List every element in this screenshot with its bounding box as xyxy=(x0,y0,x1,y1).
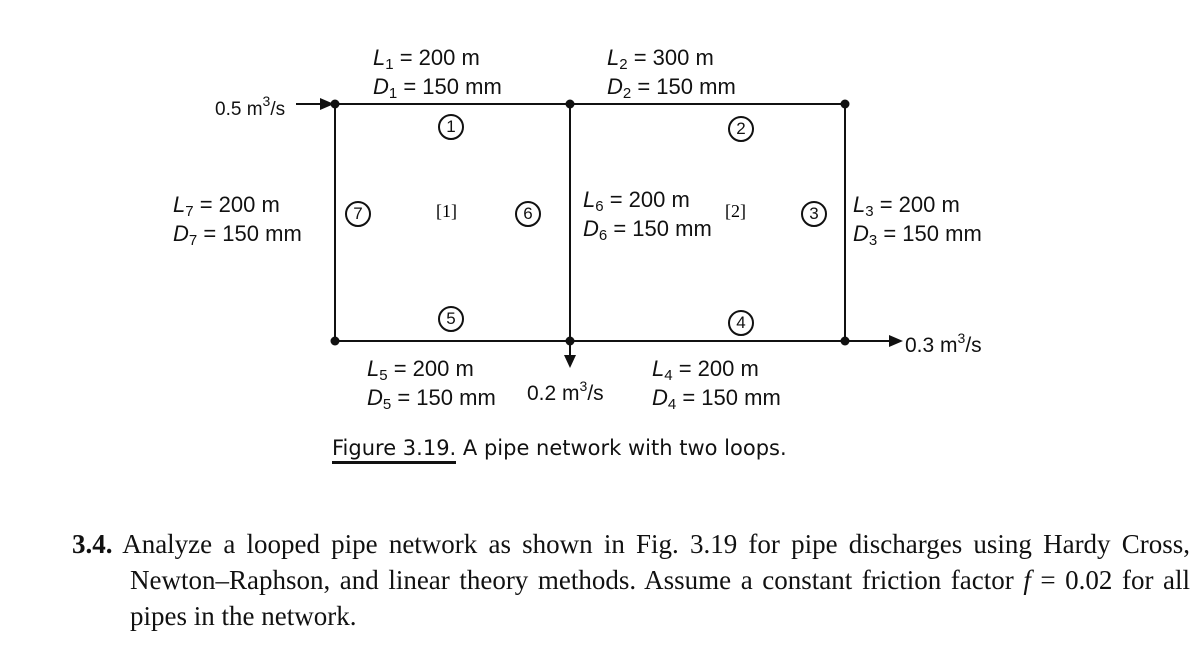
pipe-3-length-label: L3 = 200 m xyxy=(853,192,960,220)
outflow-right-label: 0.3 m3/s xyxy=(905,330,982,357)
pipe-6-diameter-label: D6 = 150 mm xyxy=(583,216,712,244)
node xyxy=(565,336,575,346)
pipe-number-4: 4 xyxy=(728,310,754,336)
outflow-bottom-label: 0.2 m3/s xyxy=(527,378,604,405)
pipe-7-length-label: L7 = 200 m xyxy=(173,192,280,220)
pipe-number-1: 1 xyxy=(438,114,464,140)
problem-statement: 3.4. Analyze a looped pipe network as sh… xyxy=(72,529,1190,631)
pipe-5-length-label: L5 = 200 m xyxy=(367,356,474,384)
pipe-2-length-label: L2 = 300 m xyxy=(607,45,714,73)
node xyxy=(330,99,340,109)
pipe-number-6: 6 xyxy=(515,201,541,227)
inflow-label: 0.5 m3/s xyxy=(215,93,286,120)
pipe-7-diameter-label: D7 = 150 mm xyxy=(173,221,302,249)
outflow-right-arrowhead xyxy=(889,335,903,347)
inflow-arrowhead xyxy=(320,98,334,110)
pipe-6-length-label: L6 = 200 m xyxy=(583,187,690,215)
figure-caption-label: Figure 3.19. xyxy=(332,436,457,464)
friction-factor-symbol: f xyxy=(1023,565,1031,595)
figure-caption: Figure 3.19. A pipe network with two loo… xyxy=(332,436,787,464)
pipe-1-length-label: L1 = 200 m xyxy=(373,45,480,73)
pipe-2-diameter-label: D2 = 150 mm xyxy=(607,74,736,102)
pipe-number-7: 7 xyxy=(345,201,371,227)
pipe-5-diameter-label: D5 = 150 mm xyxy=(367,385,496,413)
pipe-number-5: 5 xyxy=(438,306,464,332)
node xyxy=(840,99,850,109)
node xyxy=(840,336,850,346)
pipe-4-length-label: L4 = 200 m xyxy=(652,356,759,384)
node xyxy=(330,336,340,346)
pipe-number-2: 2 xyxy=(728,116,754,142)
problem-number: 3.4. xyxy=(72,529,113,559)
pipe-4-diameter-label: D4 = 150 mm xyxy=(652,385,781,413)
pipe-3-diameter-label: D3 = 150 mm xyxy=(853,221,982,249)
loop-label-2: [2] xyxy=(725,201,746,221)
node xyxy=(565,99,575,109)
figure-caption-text: A pipe network with two loops. xyxy=(456,436,787,460)
pipe-1-diameter-label: D1 = 150 mm xyxy=(373,74,502,102)
pipe-number-3: 3 xyxy=(801,201,827,227)
outflow-bottom-arrowhead xyxy=(564,355,576,368)
loop-label-1: [1] xyxy=(436,201,457,221)
